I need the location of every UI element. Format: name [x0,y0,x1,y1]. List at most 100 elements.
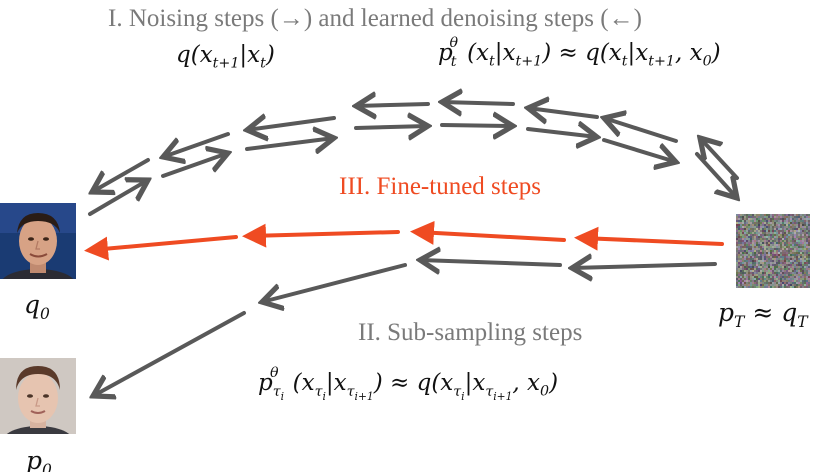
noise-pixel [760,270,762,272]
noise-pixel [788,274,790,276]
noise-pixel [772,226,774,228]
noise-pixel [782,258,784,260]
noise-pixel [784,248,786,250]
noise-pixel [784,252,786,254]
noise-pixel [762,258,764,260]
noise-pixel [764,228,766,230]
noise-pixel [754,246,756,248]
noise-pixel [804,260,806,262]
noise-pixel [746,234,748,236]
noise-pixel [772,224,774,226]
noise-pixel [802,282,804,284]
noise-pixel [736,276,738,278]
noise-pixel [782,262,784,264]
noise-pixel [778,246,780,248]
noise-pixel [798,224,800,226]
noise-pixel [808,274,810,276]
noise-pixel [744,238,746,240]
noise-pixel [748,284,750,286]
noise-pixel [784,266,786,268]
noise-pixel [804,268,806,270]
noise-pixel [768,254,770,256]
noise-pixel [762,228,764,230]
noise-pixel [788,286,790,288]
noise-pixel [784,246,786,248]
noise-pixel [750,266,752,268]
noise-pixel [774,216,776,218]
noise-pixel [738,274,740,276]
noise-pixel [744,264,746,266]
noise-pixel [744,268,746,270]
noise-pixel [774,280,776,282]
noise-pixel [758,214,760,216]
noise-pixel [750,222,752,224]
noise-pixel [780,216,782,218]
noise-pixel [798,214,800,216]
noise-pixel [738,230,740,232]
noise-pixel [758,282,760,284]
noise-pixel [748,216,750,218]
noise-pixel [756,282,758,284]
noise-pixel [782,254,784,256]
noise-pixel [776,232,778,234]
noise-pixel [766,256,768,258]
noise-pixel [790,262,792,264]
noise-pixel [746,280,748,282]
noise-pixel [790,236,792,238]
noise-pixel [762,218,764,220]
noise-pixel [772,276,774,278]
noise-pixel [746,286,748,288]
noise-pixel [778,266,780,268]
noise-pixel [754,248,756,250]
noise-pixel [736,250,738,252]
noise-pixel [756,230,758,232]
noise-pixel [786,272,788,274]
noise-pixel [784,240,786,242]
noise-pixel [802,222,804,224]
noise-pixel [772,272,774,274]
noise-pixel [750,268,752,270]
noise-pixel [762,266,764,268]
noise-pixel [790,232,792,234]
noise-pixel [748,254,750,256]
noise-pixel [808,266,810,268]
noise-pixel [778,272,780,274]
noise-pixel [804,236,806,238]
noise-pixel [738,222,740,224]
noise-pixel [750,238,752,240]
noise-pixel [792,260,794,262]
noise-pixel [760,232,762,234]
noise-pixel [754,262,756,264]
noise-pixel [798,252,800,254]
noise-pixel [806,240,808,242]
noise-pixel [798,262,800,264]
noise-pixel [740,236,742,238]
noise-pixel [762,280,764,282]
noise-pixel [760,218,762,220]
noise-pixel [788,236,790,238]
noise-pixel [760,252,762,254]
noise-pixel [778,270,780,272]
noise-pixel [790,234,792,236]
noise-pixel [766,216,768,218]
noise-pixel [736,268,738,270]
noise-pixel [788,248,790,250]
noise-pixel [778,258,780,260]
noise-pixel [798,282,800,284]
noise-pixel [736,260,738,262]
noise-pixel [762,260,764,262]
noise-pixel [764,264,766,266]
noise-pixel [796,232,798,234]
noise-pixel [752,226,754,228]
noise-pixel [784,268,786,270]
noise-pixel [776,282,778,284]
noise-pixel [786,218,788,220]
noise-pixel [774,262,776,264]
noise-pixel [780,262,782,264]
noise-pixel [770,262,772,264]
noise-pixel [760,264,762,266]
noise-pixel [742,240,744,242]
noise-pixel [750,274,752,276]
noise-pixel [772,214,774,216]
noise-pixel [790,228,792,230]
